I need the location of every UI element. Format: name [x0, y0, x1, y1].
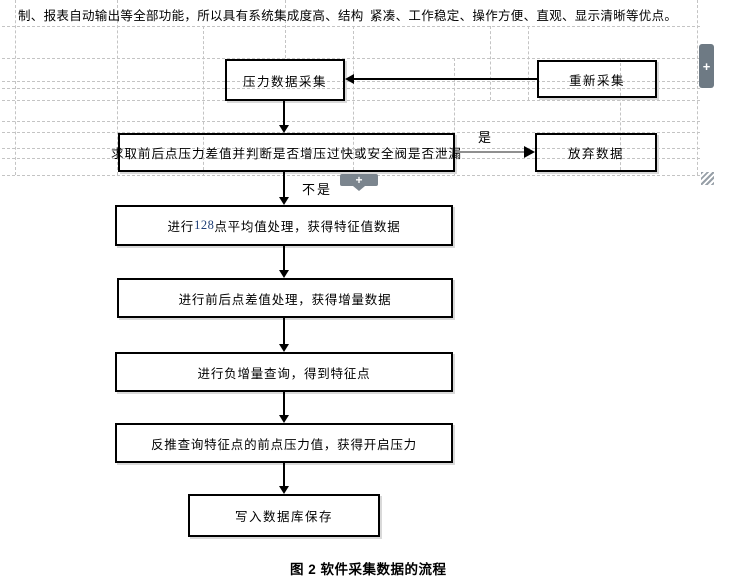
flow-node-judge[interactable]: 求取前后点压力差值并判断是否增压过快或安全阀是否泄漏: [111, 133, 461, 172]
insert-row-handle-pointer-icon: [353, 186, 365, 191]
flow-node-negative-query-label: 进行负增量查询，得到特征点: [197, 366, 371, 381]
flow-node-average-label-prefix: 进行: [167, 220, 195, 234]
label-yes: 是: [478, 130, 494, 145]
gridline-horizontal: [2, 132, 700, 133]
flow-node-discard[interactable]: 放弃数据: [535, 133, 657, 172]
gridline-horizontal: [2, 26, 700, 27]
connector-recollect-to-collect: [353, 78, 537, 80]
connector-backtrace-to-save: [283, 463, 285, 487]
insert-row-handle[interactable]: +: [340, 174, 378, 186]
paragraph-right: 紧凑、工作稳定、操作方便、直观、显示清晰等优点。: [370, 9, 678, 23]
flow-node-delta-label: 进行前后点差值处理，获得增量数据: [178, 292, 392, 307]
connector-judge-to-discard: [455, 151, 525, 153]
flow-node-backtrace[interactable]: 反推查询特征点的前点压力值，获得开启压力: [115, 423, 453, 463]
gridline-vertical: [620, 58, 621, 175]
gridline-horizontal: [2, 58, 700, 59]
arrowhead-down-2-icon: [279, 197, 289, 205]
label-no: 不是: [302, 182, 333, 197]
gridline-vertical: [285, 0, 286, 58]
flow-node-discard-label: 放弃数据: [567, 147, 624, 161]
gridline-horizontal: [2, 100, 700, 101]
connector-average-to-delta: [283, 246, 285, 271]
flow-node-recollect[interactable]: 重新采集: [537, 60, 657, 98]
flow-node-backtrace-label: 反推查询特征点的前点压力值，获得开启压力: [150, 437, 417, 452]
arrowhead-down-4-icon: [279, 344, 289, 352]
gridline-vertical: [117, 0, 118, 175]
flow-node-average-number: 128: [194, 218, 215, 232]
flow-node-delta[interactable]: 进行前后点差值处理，获得增量数据: [117, 278, 453, 318]
flow-node-save-label: 写入数据库保存: [234, 510, 333, 524]
gridline-vertical: [490, 26, 491, 100]
paragraph-left: 制、报表自动输出等全部功能，所以具有系统集成度高、结构: [18, 9, 364, 23]
connector-judge-to-average: [283, 172, 285, 198]
gridline-vertical: [353, 26, 354, 175]
flow-node-save[interactable]: 写入数据库保存: [188, 494, 380, 537]
plus-icon: +: [355, 173, 363, 187]
flow-node-negative-query[interactable]: 进行负增量查询，得到特征点: [115, 352, 453, 392]
arrowhead-right-icon: [524, 146, 535, 158]
flow-node-judge-label: 求取前后点压力差值并判断是否增压过快或安全阀是否泄漏: [111, 147, 463, 161]
gridline-horizontal: [2, 158, 700, 159]
insert-column-handle[interactable]: +: [699, 44, 714, 88]
arrowhead-down-6-icon: [279, 486, 289, 494]
gridline-horizontal: [2, 121, 700, 122]
gridline-horizontal: [2, 148, 700, 149]
arrowhead-down-1-icon: [279, 125, 289, 133]
connector-negquery-to-backtrace: [283, 392, 285, 416]
gridline-vertical: [203, 26, 204, 175]
flow-node-average-label-suffix: 点平均值处理，获得特征值数据: [214, 220, 401, 234]
flow-node-average[interactable]: 进行 128 点平均值处理，获得特征值数据: [115, 205, 453, 246]
connector-collect-to-judge: [283, 101, 285, 126]
flow-node-recollect-label: 重新采集: [568, 73, 625, 88]
arrowhead-left-icon: [345, 74, 354, 84]
gridline-vertical: [454, 58, 455, 175]
figure-caption: 图 2 软件采集数据的流程: [290, 562, 447, 577]
arrowhead-down-5-icon: [279, 415, 289, 423]
gridline-vertical: [528, 26, 529, 100]
connector-delta-to-negquery: [283, 318, 285, 345]
gridline-vertical: [697, 0, 698, 175]
gridline-vertical: [15, 0, 16, 175]
flow-node-pressure-collect-label: 压力数据采集: [242, 74, 327, 89]
table-resize-grip[interactable]: [701, 172, 714, 185]
plus-icon: +: [702, 58, 711, 74]
arrowhead-down-3-icon: [279, 270, 289, 278]
gridline-horizontal: [2, 88, 700, 89]
flow-node-pressure-collect[interactable]: 压力数据采集: [225, 59, 345, 101]
